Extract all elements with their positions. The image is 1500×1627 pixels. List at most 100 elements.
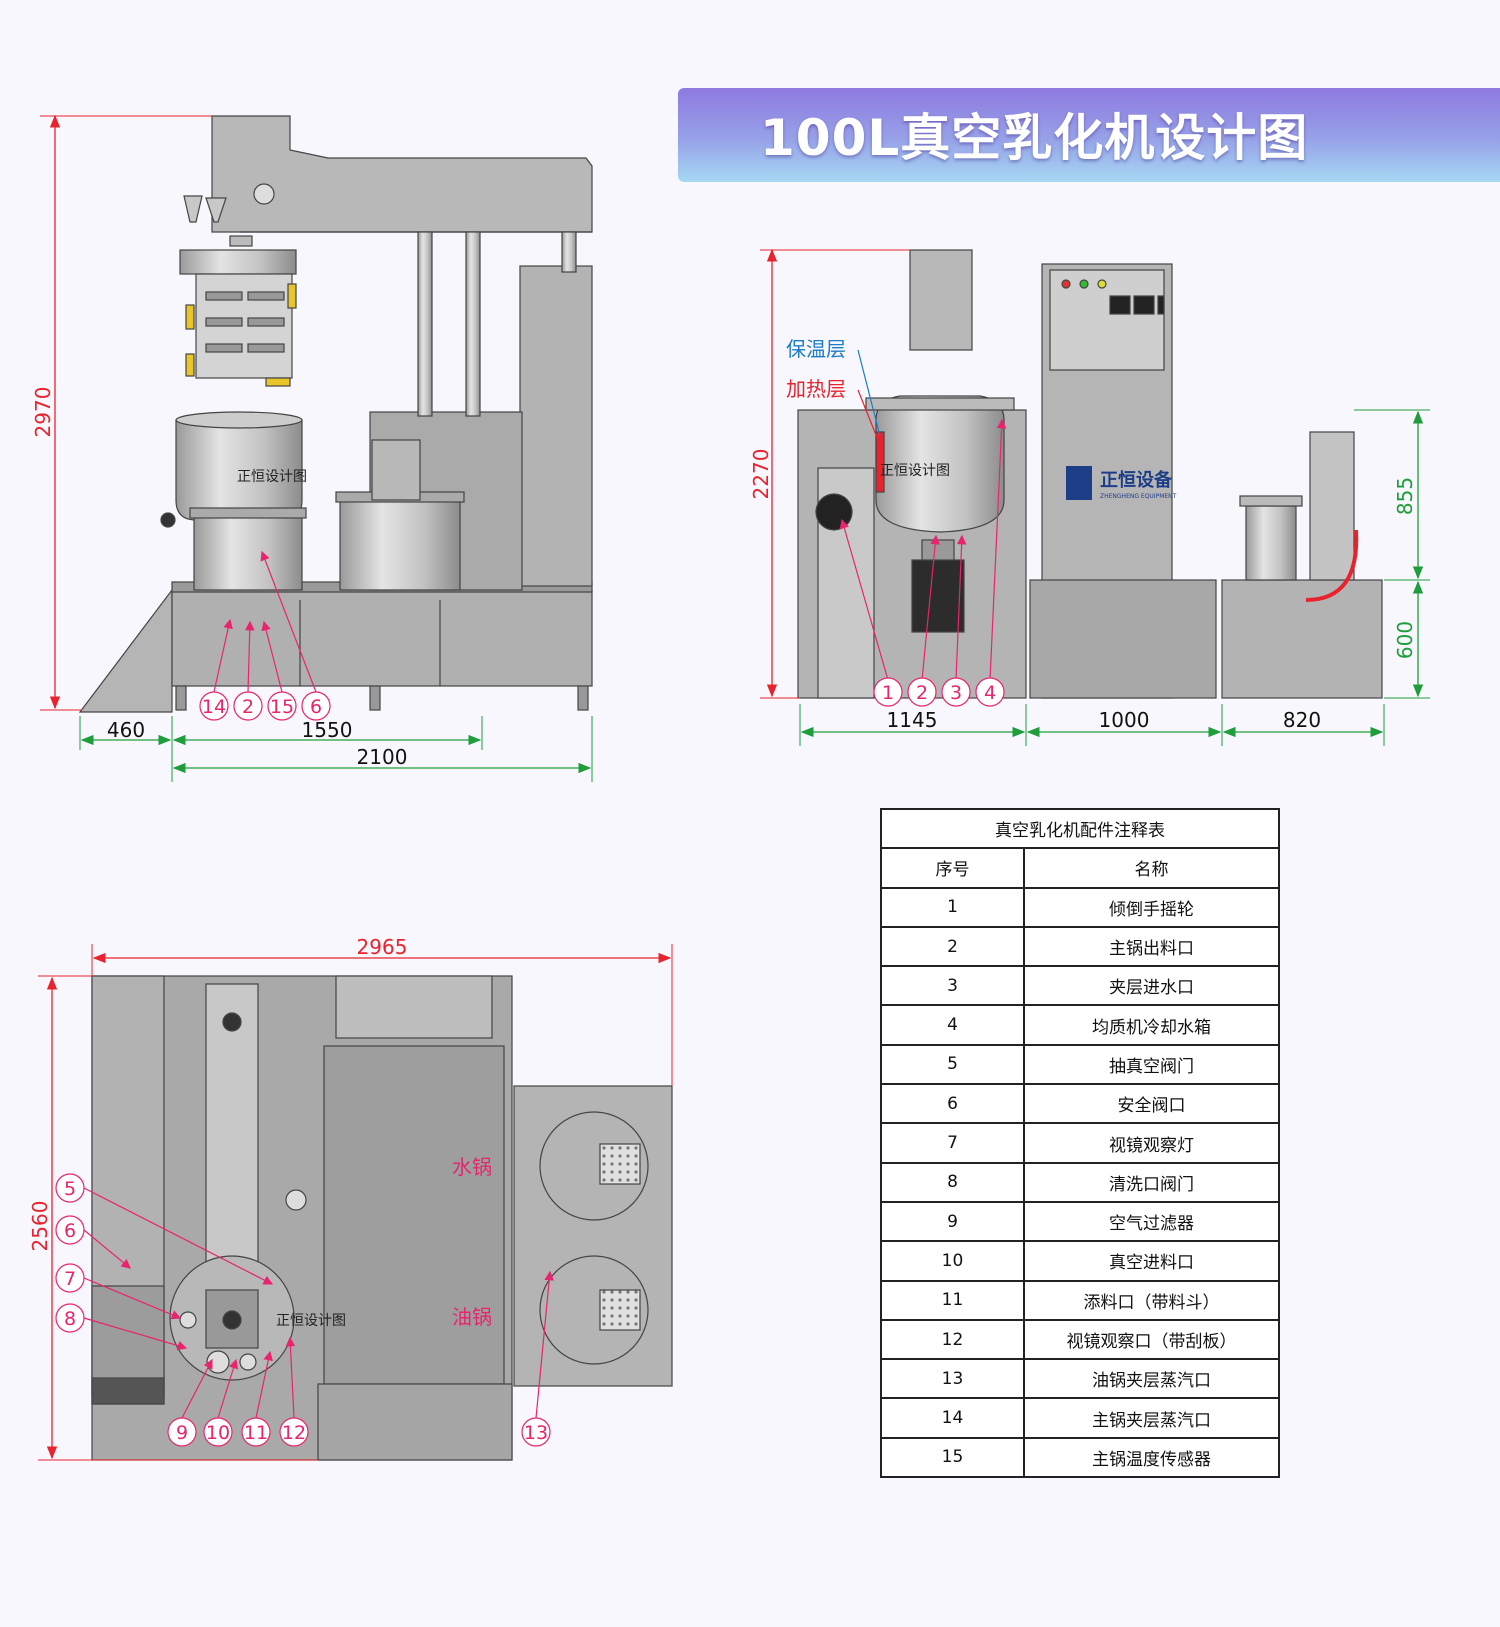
parts-table-header-name: 名称 bbox=[1023, 847, 1280, 889]
side-height-dim: 2970 bbox=[31, 387, 55, 438]
oil-pot-label: 油锅 bbox=[452, 1305, 492, 1329]
part-name: 空气过滤器 bbox=[1023, 1200, 1280, 1243]
part-no: 9 bbox=[880, 1200, 1025, 1243]
banner-title: 100L真空乳化机设计图 bbox=[760, 109, 1309, 167]
top-callout-5: 5 bbox=[64, 1178, 76, 1200]
insulation-leader bbox=[857, 349, 881, 437]
part-name: 添料口（带料斗） bbox=[1023, 1279, 1280, 1321]
part-name: 安全阀口 bbox=[1023, 1083, 1280, 1125]
part-name: 视镜观察灯 bbox=[1023, 1122, 1280, 1164]
front-view bbox=[797, 249, 1383, 699]
parts-table-title: 真空乳化机配件注释表 bbox=[880, 807, 1280, 850]
part-name: 清洗口阀门 bbox=[1023, 1161, 1280, 1203]
front-dim-600: 600 bbox=[1393, 621, 1417, 659]
part-no: 8 bbox=[880, 1161, 1025, 1203]
part-name: 倾倒手摇轮 bbox=[1023, 886, 1280, 928]
insulation-layer-label: 保温层 bbox=[786, 337, 846, 361]
part-no: 6 bbox=[880, 1083, 1025, 1125]
front-callouts bbox=[839, 418, 1007, 707]
part-no: 11 bbox=[880, 1279, 1025, 1321]
top-width-dim: 2965 bbox=[357, 935, 408, 959]
part-no: 5 bbox=[880, 1043, 1025, 1086]
front-brand-sub: ZHENGHENG EQUIPMENT bbox=[1100, 493, 1177, 500]
part-name: 视镜观察口（带刮板） bbox=[1023, 1318, 1280, 1361]
front-brand: 正恒设备 ZHENGHENG EQUIPMENT bbox=[1066, 466, 1177, 500]
side-view-dimensions bbox=[40, 114, 593, 782]
part-name: 主锅夹层蒸汽口 bbox=[1023, 1397, 1280, 1439]
top-height-dim: 2560 bbox=[28, 1201, 52, 1252]
front-dim-855: 855 bbox=[1393, 477, 1417, 515]
part-name: 真空进料口 bbox=[1023, 1240, 1280, 1282]
top-callouts bbox=[55, 1173, 554, 1447]
part-name: 抽真空阀门 bbox=[1023, 1043, 1280, 1086]
side-callout-2: 2 bbox=[242, 696, 254, 718]
part-no: 12 bbox=[880, 1318, 1025, 1361]
top-callout-9: 9 bbox=[176, 1422, 188, 1444]
side-callout-6: 6 bbox=[310, 696, 322, 718]
front-watermark: 正恒设计图 bbox=[880, 463, 950, 479]
part-name: 均质机冷却水箱 bbox=[1023, 1004, 1280, 1046]
top-watermark: 正恒设计图 bbox=[276, 1313, 346, 1329]
top-callout-11: 11 bbox=[244, 1422, 268, 1444]
front-brand-name: 正恒设备 bbox=[1100, 469, 1173, 491]
top-callout-10: 10 bbox=[206, 1422, 230, 1444]
water-pot-label: 水锅 bbox=[452, 1155, 492, 1179]
part-no: 3 bbox=[880, 965, 1025, 1007]
side-callout-15: 15 bbox=[270, 696, 294, 718]
front-callout-2: 2 bbox=[916, 682, 928, 704]
part-name: 油锅夹层蒸汽口 bbox=[1023, 1358, 1280, 1400]
part-name: 主锅温度传感器 bbox=[1023, 1436, 1280, 1479]
part-no: 10 bbox=[880, 1240, 1025, 1282]
top-view bbox=[91, 975, 673, 1461]
title-banner: 100L真空乳化机设计图 bbox=[678, 88, 1500, 182]
side-view bbox=[78, 115, 593, 713]
front-dim-1000: 1000 bbox=[1099, 708, 1150, 732]
top-callout-12: 12 bbox=[282, 1422, 306, 1444]
parts-table-header-no: 序号 bbox=[880, 847, 1025, 889]
part-name: 夹层进水口 bbox=[1023, 965, 1280, 1007]
part-no: 4 bbox=[880, 1004, 1025, 1046]
front-dim-820: 820 bbox=[1283, 708, 1321, 732]
top-callout-8: 8 bbox=[64, 1308, 76, 1330]
top-view-dimensions bbox=[38, 944, 673, 1461]
top-callout-6: 6 bbox=[64, 1220, 76, 1242]
side-callouts bbox=[199, 550, 331, 721]
top-callout-7: 7 bbox=[64, 1268, 76, 1290]
side-watermark: 正恒设计图 bbox=[237, 469, 307, 485]
front-callout-1: 1 bbox=[882, 682, 894, 704]
heating-leader bbox=[857, 389, 879, 441]
part-no: 13 bbox=[880, 1358, 1025, 1400]
part-no: 2 bbox=[880, 925, 1025, 968]
part-no: 7 bbox=[880, 1122, 1025, 1164]
side-callout-14: 14 bbox=[202, 696, 226, 718]
front-callout-3: 3 bbox=[950, 682, 962, 704]
side-dim-460: 460 bbox=[107, 718, 145, 742]
part-no: 15 bbox=[880, 1436, 1025, 1479]
front-height-dim: 2270 bbox=[749, 449, 773, 500]
front-callout-4: 4 bbox=[984, 682, 996, 704]
front-view-dimensions bbox=[760, 248, 1430, 746]
top-callout-13: 13 bbox=[524, 1422, 548, 1444]
side-dim-2100: 2100 bbox=[357, 745, 408, 769]
front-dim-1145: 1145 bbox=[887, 708, 938, 732]
part-no: 14 bbox=[880, 1397, 1025, 1439]
part-no: 1 bbox=[880, 886, 1025, 928]
side-dim-1550: 1550 bbox=[302, 718, 353, 742]
